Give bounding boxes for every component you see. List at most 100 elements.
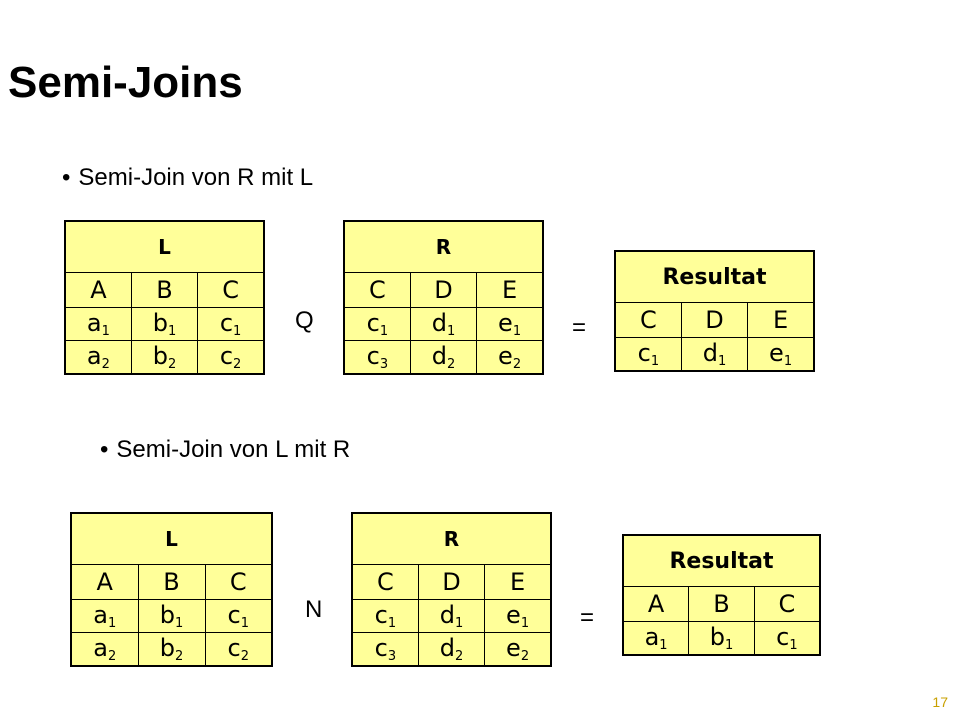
value-subscript: 1 bbox=[387, 616, 397, 631]
s2-operator: N bbox=[305, 596, 323, 623]
value-cell: a1 bbox=[622, 621, 690, 656]
relation-name: Resultat bbox=[622, 534, 821, 587]
attribute-cell: D bbox=[417, 564, 486, 600]
value-base: b bbox=[709, 623, 725, 651]
value-base: e bbox=[498, 309, 513, 337]
value-base: b bbox=[159, 601, 175, 629]
value-subscript: 3 bbox=[387, 649, 397, 664]
value-subscript: 1 bbox=[240, 616, 249, 631]
value-cell: e1 bbox=[476, 307, 544, 341]
value-subscript: 1 bbox=[233, 324, 242, 339]
value-cell: c3 bbox=[351, 632, 419, 667]
page-number: 17 bbox=[932, 694, 948, 710]
value-cell: c2 bbox=[197, 340, 265, 375]
value-cell: e2 bbox=[476, 340, 544, 375]
attribute-cell: B bbox=[137, 564, 206, 600]
value-subscript: 2 bbox=[174, 649, 184, 664]
bullet-dot: • bbox=[100, 436, 109, 463]
value-base: c bbox=[219, 342, 234, 370]
attribute-cell: E bbox=[747, 302, 815, 338]
value-base: a bbox=[86, 309, 102, 337]
value-subscript: 1 bbox=[512, 324, 522, 339]
value-cell: b1 bbox=[137, 599, 206, 633]
attribute-cell: D bbox=[409, 272, 478, 308]
table-header-row: Resultat bbox=[614, 250, 815, 303]
value-cell: d2 bbox=[417, 632, 486, 667]
value-cell: a1 bbox=[64, 307, 132, 341]
value-subscript: 1 bbox=[783, 354, 793, 369]
bullet-semi-join-l-with-r: •Semi-Join von L mit R bbox=[100, 436, 350, 464]
value-subscript: 2 bbox=[512, 357, 522, 372]
value-subscript: 1 bbox=[107, 616, 117, 631]
value-cell: b1 bbox=[130, 307, 199, 341]
relation-name: L bbox=[64, 220, 265, 273]
value-base: a bbox=[644, 623, 660, 651]
bullet-semi-join-r-with-l: • Semi-Join von R mit L bbox=[62, 164, 313, 192]
attribute-cell: C bbox=[204, 564, 273, 600]
value-subscript: 1 bbox=[650, 354, 660, 369]
value-base: b bbox=[159, 634, 175, 662]
value-base: e bbox=[506, 634, 521, 662]
attribute-cell: B bbox=[688, 586, 755, 622]
value-base: c bbox=[366, 342, 380, 370]
attribute-cell: D bbox=[680, 302, 749, 338]
s1-operator: Q bbox=[295, 307, 314, 334]
value-subscript: 1 bbox=[167, 324, 177, 339]
value-cell: e1 bbox=[747, 337, 815, 372]
value-cell: d1 bbox=[417, 599, 486, 633]
relation-name: Resultat bbox=[614, 250, 815, 303]
value-cell: c1 bbox=[197, 307, 265, 341]
value-subscript: 1 bbox=[520, 616, 530, 631]
attribute-cell: C bbox=[197, 272, 265, 308]
value-cell: a2 bbox=[64, 340, 132, 375]
value-base: e bbox=[498, 342, 513, 370]
value-subscript: 1 bbox=[724, 638, 734, 653]
value-cell: d1 bbox=[680, 337, 749, 372]
bullet-text: Semi-Join von R mit L bbox=[78, 164, 314, 191]
bullet-dot: • bbox=[62, 164, 71, 191]
value-subscript: 1 bbox=[454, 616, 464, 631]
value-subscript: 2 bbox=[240, 649, 249, 664]
value-base: d bbox=[431, 342, 447, 370]
attribute-cell: B bbox=[130, 272, 199, 308]
value-cell: c1 bbox=[351, 599, 419, 633]
value-cell: c1 bbox=[753, 621, 821, 656]
value-subscript: 2 bbox=[454, 649, 464, 664]
value-base: c bbox=[374, 601, 388, 629]
table-header-row: Resultat bbox=[622, 534, 821, 587]
value-subscript: 1 bbox=[101, 324, 110, 339]
attribute-cell: C bbox=[614, 302, 682, 338]
value-subscript: 1 bbox=[379, 324, 389, 339]
value-cell: b1 bbox=[688, 621, 755, 656]
attribute-cell: C bbox=[753, 586, 821, 622]
value-cell: a1 bbox=[70, 599, 139, 633]
attribute-cell: A bbox=[64, 272, 132, 308]
value-cell: c3 bbox=[343, 340, 411, 375]
value-cell: a2 bbox=[70, 632, 139, 667]
value-subscript: 2 bbox=[167, 357, 177, 372]
value-subscript: 2 bbox=[520, 649, 530, 664]
value-cell: c1 bbox=[614, 337, 682, 372]
value-cell: e1 bbox=[484, 599, 552, 633]
attribute-cell: C bbox=[351, 564, 419, 600]
value-base: d bbox=[431, 309, 447, 337]
value-base: c bbox=[366, 309, 380, 337]
value-cell: c1 bbox=[343, 307, 411, 341]
value-subscript: 1 bbox=[789, 638, 798, 653]
attribute-cell: A bbox=[622, 586, 690, 622]
value-base: e bbox=[769, 339, 784, 367]
value-base: c bbox=[637, 339, 651, 367]
value-base: b bbox=[152, 342, 168, 370]
value-cell: b2 bbox=[130, 340, 199, 375]
